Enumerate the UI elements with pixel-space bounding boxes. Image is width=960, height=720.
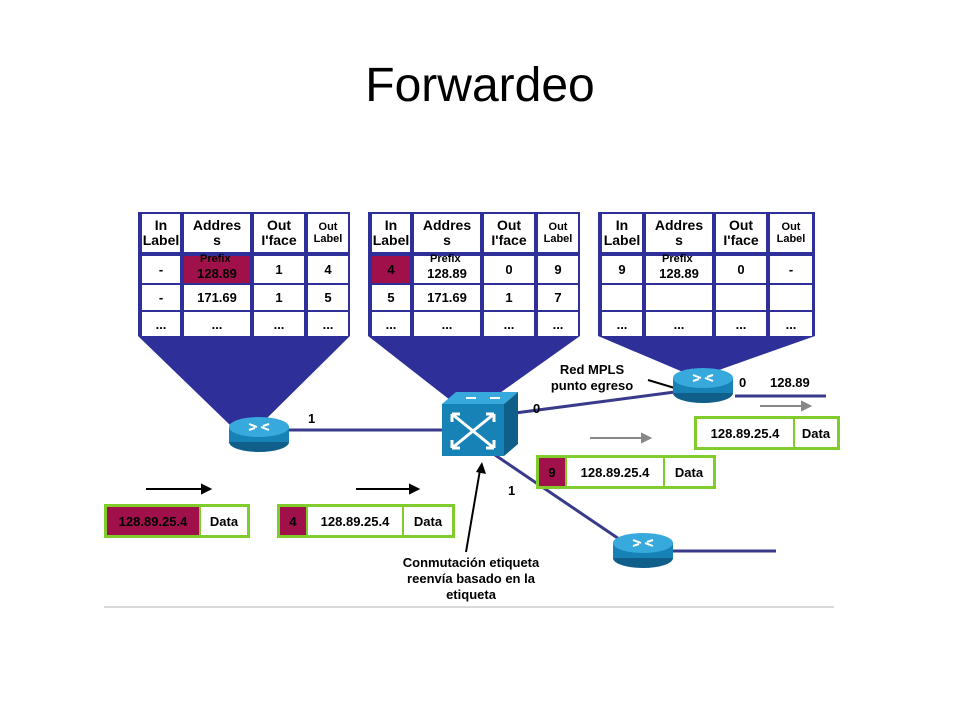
header-out-label: Out Label [538, 214, 578, 252]
cell: ... [646, 312, 712, 336]
packet-egress: 128.89.25.4 Data [694, 416, 840, 450]
prefix-label: Prefix [430, 253, 461, 265]
cell: 7 [538, 285, 578, 310]
cell: 1 [254, 256, 304, 283]
router-icon[interactable] [673, 368, 733, 403]
packet-data: Data [413, 513, 443, 529]
cell [602, 285, 642, 310]
arrow-3-head [641, 432, 653, 444]
prefix-label: Prefix [662, 253, 693, 265]
packet-address: 128.89.25.4 [567, 458, 665, 486]
header-out-iface: Out I'face [254, 214, 304, 252]
switching-pointer-head [476, 462, 486, 474]
cell: ... [602, 312, 642, 336]
packet-labeled-4: 4 128.89.25.4 Data [277, 504, 455, 538]
cell: 9 [538, 256, 578, 283]
header-out-iface: Out I'face [484, 214, 534, 252]
cell: ... [538, 312, 578, 336]
header-out-label: Out Label [308, 214, 348, 252]
cell: 128.89 [414, 256, 480, 283]
switch-router-icon[interactable] [442, 392, 518, 456]
router-icon[interactable] [229, 417, 289, 452]
arrow-4-head [801, 400, 813, 412]
link-label-interface: 1 [508, 483, 516, 498]
cell: ... [184, 312, 250, 336]
packet-data: Data [674, 464, 704, 480]
link-label-interface: 0 [533, 401, 541, 416]
cell: 171.69 [414, 285, 480, 310]
cell: - [142, 285, 180, 310]
link-label-interface: 0 [739, 375, 747, 390]
header-address: Addres s [184, 214, 250, 252]
arrow-2-head [409, 483, 421, 495]
packet-data: Data [801, 425, 831, 441]
cell: 1 [484, 285, 534, 310]
cell: 4 [308, 256, 348, 283]
egress-annotation: Red MPLS punto egreso [550, 362, 634, 393]
cell: ... [254, 312, 304, 336]
packet-address: 128.89.25.4 [697, 419, 795, 447]
header-out-iface: Out I'face [716, 214, 766, 252]
flow-arrows-grey [590, 400, 813, 444]
cell: 171.69 [184, 285, 250, 310]
switching-pointer [465, 469, 481, 553]
header-in-label: In Label [372, 214, 410, 252]
cell: ... [414, 312, 480, 336]
header-in-label: In Label [602, 214, 642, 252]
cell: ... [770, 312, 812, 336]
cell: ... [308, 312, 348, 336]
flow-arrows [146, 483, 421, 495]
cell [646, 285, 712, 310]
cell: ... [372, 312, 410, 336]
cell: - [770, 256, 812, 283]
destination-prefix: 128.89 [770, 375, 810, 390]
cell [770, 285, 812, 310]
switching-annotation: Conmutación etiqueta reenvía basado en l… [402, 555, 540, 602]
cell-prefix-highlight: 128.89 [184, 256, 250, 283]
cell: 128.89 [646, 256, 712, 283]
cell: 1 [254, 285, 304, 310]
header-address: Addres s [646, 214, 712, 252]
cell: 5 [308, 285, 348, 310]
link-r2-r3 [499, 388, 691, 417]
arrow-1-head [201, 483, 213, 495]
packet-ingress: 128.89.25.4 Data [104, 504, 250, 538]
link-r2-r4 [494, 453, 626, 545]
cell: ... [484, 312, 534, 336]
header-out-label: Out Label [770, 214, 812, 252]
cell: 0 [716, 256, 766, 283]
packet-label: 9 [539, 458, 567, 486]
router-icon[interactable] [613, 533, 673, 568]
cell [716, 285, 766, 310]
cell: - [142, 256, 180, 283]
cell: ... [716, 312, 766, 336]
packet-address: 128.89.25.4 [107, 507, 201, 535]
header-address: Addres s [414, 214, 480, 252]
packet-labeled-9: 9 128.89.25.4 Data [536, 455, 716, 489]
packet-data: Data [209, 513, 239, 529]
header-in-label: In Label [142, 214, 180, 252]
slide-title: Forwardeo [365, 59, 595, 112]
packet-label: 4 [280, 507, 308, 535]
cell-label-highlight: 4 [372, 256, 410, 283]
cell: 0 [484, 256, 534, 283]
packet-address: 128.89.25.4 [308, 507, 404, 535]
cell: 9 [602, 256, 642, 283]
prefix-label: Prefix [200, 253, 231, 265]
link-label-interface: 1 [308, 411, 316, 426]
cell: 5 [372, 285, 410, 310]
cell: ... [142, 312, 180, 336]
